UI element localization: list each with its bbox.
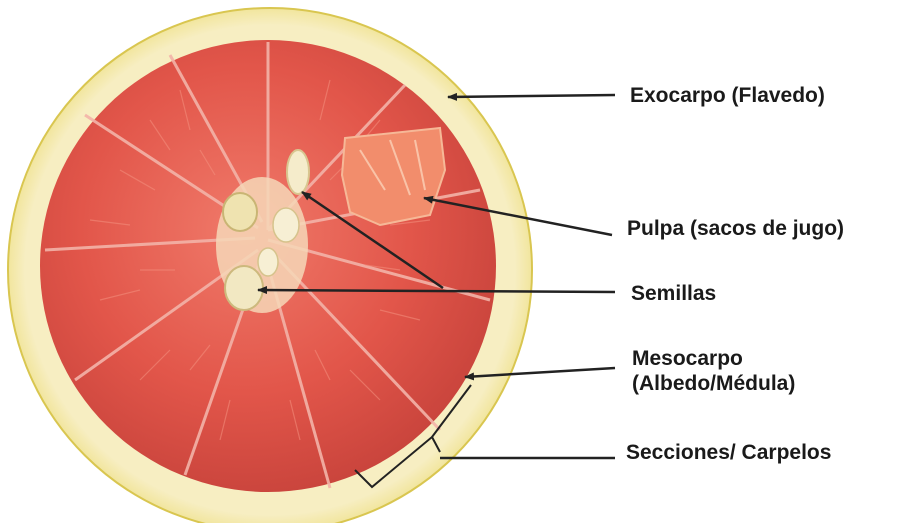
arrow-exocarp bbox=[448, 95, 615, 97]
label-mesocarp: Mesocarpo (Albedo/Médula) bbox=[632, 346, 795, 396]
label-pulp: Pulpa (sacos de jugo) bbox=[627, 217, 844, 241]
label-exocarp: Exocarpo (Flavedo) bbox=[630, 84, 825, 108]
seed-3 bbox=[225, 266, 263, 310]
pulp-patch bbox=[342, 128, 445, 225]
label-seeds: Semillas bbox=[631, 282, 716, 306]
seed-5 bbox=[258, 248, 278, 276]
seed-4 bbox=[273, 208, 299, 242]
seed-2 bbox=[223, 193, 257, 231]
label-mesocarp-line2: (Albedo/Médula) bbox=[632, 371, 795, 396]
label-sections: Secciones/ Carpelos bbox=[626, 441, 831, 465]
seed-1 bbox=[287, 150, 309, 194]
label-mesocarp-line1: Mesocarpo bbox=[632, 346, 795, 371]
